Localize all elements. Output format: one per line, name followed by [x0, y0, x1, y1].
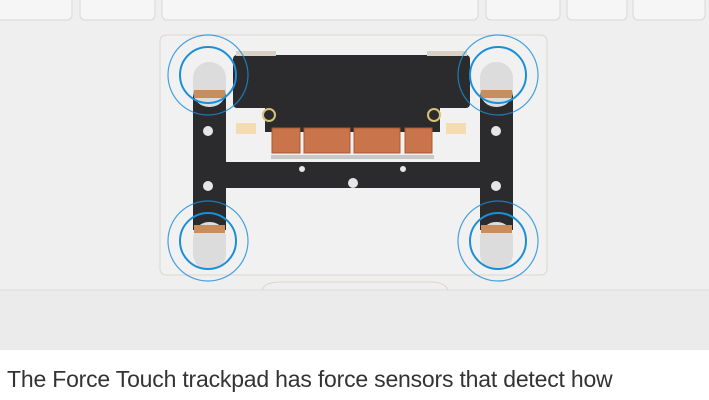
- sensor-coils: [271, 127, 433, 154]
- caption-text: The Force Touch trackpad has force senso…: [7, 366, 613, 392]
- circuit-board: [233, 55, 470, 108]
- keyboard-keys: [0, 0, 706, 21]
- force-sensor-rings: [167, 34, 539, 282]
- force-touch-trackpad-illustration: [0, 0, 709, 350]
